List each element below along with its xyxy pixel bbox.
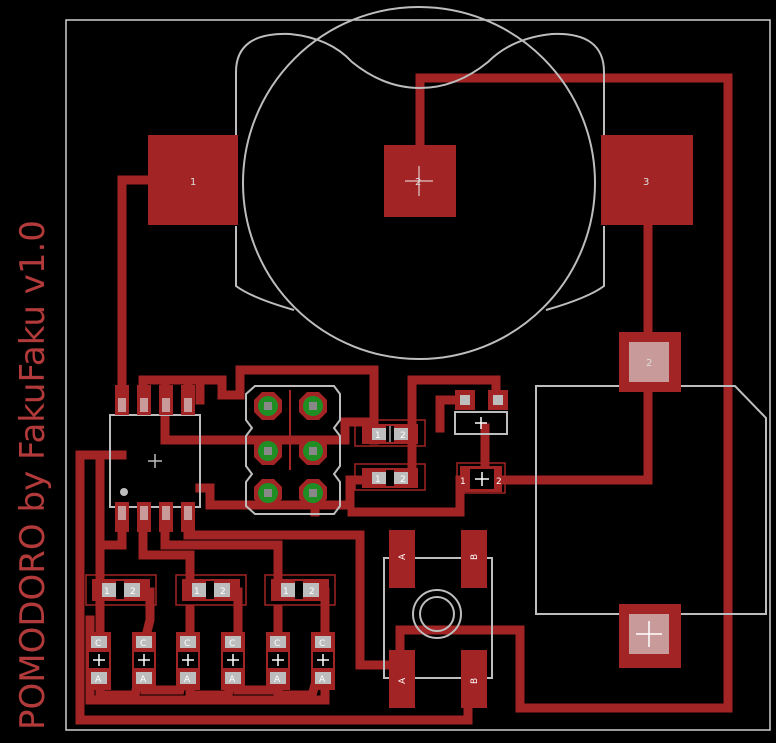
ic-outline xyxy=(109,414,201,508)
switch-outline xyxy=(535,385,767,615)
transistor xyxy=(454,390,508,435)
button-outline xyxy=(383,557,493,679)
svg-text:2: 2 xyxy=(309,587,315,597)
led-3: C A xyxy=(176,632,200,690)
svg-text:1: 1 xyxy=(104,587,110,597)
led-1: C A xyxy=(87,632,111,690)
svg-text:2: 2 xyxy=(415,177,421,188)
svg-text:B: B xyxy=(470,554,480,560)
diode: 1 2 xyxy=(456,462,506,494)
svg-text:1: 1 xyxy=(283,587,289,597)
battery-holder-circle xyxy=(242,6,596,360)
header-vias xyxy=(254,390,327,507)
resistor-r1: 1 2 xyxy=(354,419,426,447)
board-title: POMODORO by FakuFaku v1.0 xyxy=(13,220,53,730)
svg-text:2: 2 xyxy=(646,358,652,369)
battery-pad-1 xyxy=(148,135,238,225)
svg-text:A: A xyxy=(319,675,326,685)
svg-text:C: C xyxy=(319,639,325,649)
led-6: C A xyxy=(311,632,335,690)
svg-text:A: A xyxy=(140,675,147,685)
svg-text:C: C xyxy=(184,639,190,649)
led-4: C A xyxy=(221,632,245,690)
resistor-r4: 1 2 xyxy=(175,574,247,606)
svg-text:C: C xyxy=(229,639,235,649)
button-circle xyxy=(412,589,462,639)
svg-text:2: 2 xyxy=(130,587,136,597)
svg-text:2: 2 xyxy=(220,587,226,597)
resistor-r3: 1 2 xyxy=(85,574,157,606)
pads: 1 2 3 2 xyxy=(85,135,693,708)
svg-text:1: 1 xyxy=(190,177,196,188)
svg-text:1: 1 xyxy=(194,587,200,597)
svg-text:A: A xyxy=(398,677,408,684)
resistor-r2: 1 2 xyxy=(354,463,426,491)
svg-text:1: 1 xyxy=(375,475,381,485)
header-outline xyxy=(245,385,341,515)
led-row: C A C A C A C A xyxy=(87,632,335,690)
led-5: C A xyxy=(266,632,290,690)
svg-text:A: A xyxy=(229,675,236,685)
resistor-r5: 1 2 xyxy=(264,574,336,606)
svg-text:C: C xyxy=(274,639,280,649)
svg-text:A: A xyxy=(274,675,281,685)
svg-text:3: 3 xyxy=(643,177,649,188)
led-2: C A xyxy=(132,632,156,690)
svg-text:C: C xyxy=(140,639,146,649)
svg-text:A: A xyxy=(95,675,102,685)
svg-text:2: 2 xyxy=(400,431,406,441)
svg-text:2: 2 xyxy=(496,477,502,487)
svg-text:1: 1 xyxy=(375,431,381,441)
svg-text:1: 1 xyxy=(460,477,466,487)
svg-text:A: A xyxy=(184,675,191,685)
svg-text:A: A xyxy=(398,553,408,560)
battery-pad-3 xyxy=(601,135,693,225)
svg-text:C: C xyxy=(95,639,101,649)
button-pads: A B A B xyxy=(389,530,487,708)
svg-text:2: 2 xyxy=(400,475,406,485)
silkscreen xyxy=(109,6,767,679)
board-outline xyxy=(65,19,771,731)
svg-text:B: B xyxy=(470,678,480,684)
battery-holder-outline xyxy=(235,32,605,311)
